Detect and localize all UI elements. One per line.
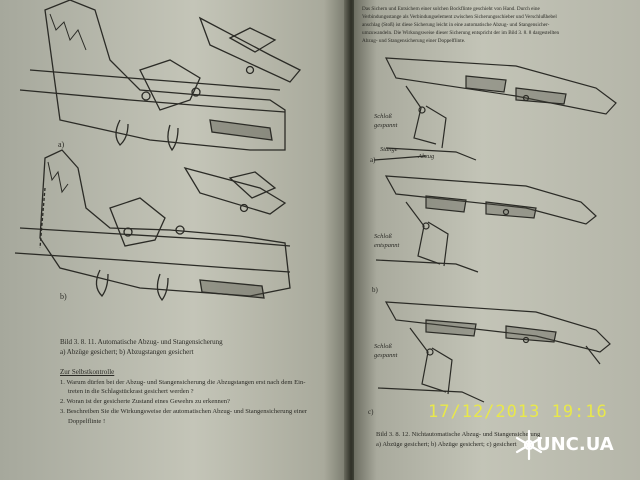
safety-drawing-a: [373, 57, 617, 161]
label-b-schloss: Schloß: [374, 233, 392, 240]
right-fig-a-label: a): [370, 156, 376, 164]
snowflake-icon: [515, 429, 543, 461]
right-fig-c-label: c): [368, 408, 374, 416]
right-text-line1: Das Sichern und Entsichern einer solchen…: [362, 6, 540, 12]
right-page: [354, 0, 640, 480]
label-stange: Stange: [380, 146, 398, 153]
left-caption-line1: Bild 3. 8. 11. Automatische Abzug- und S…: [60, 338, 223, 346]
label-a-gespannt: gespannt: [374, 122, 398, 129]
right-text-line5: Abzug- und Stangensicherung einer Doppel…: [362, 38, 466, 44]
right-caption-line1: Bild 3. 8. 12. Nichtautomatische Abzug- …: [376, 431, 541, 438]
question-1a: 1. Warum dürfen bei der Abzug- und Stang…: [60, 379, 306, 386]
safety-drawing-c: [377, 301, 611, 403]
right-text-line4: umzuwandeln. Die Wirkungsweise dieser Si…: [362, 30, 560, 36]
right-caption-line2: a) Abzüge gesichert; b) Abzüge gesichert…: [376, 441, 517, 448]
watermark-text: UNC.UA: [536, 434, 614, 455]
trigger-mechanism-drawing-a: [19, 0, 302, 152]
left-page: [0, 0, 352, 480]
label-b-entspannt: entspannt: [374, 242, 400, 249]
label-c-schloss: Schloß: [374, 343, 392, 350]
question-2: 2. Woran ist der gesicherte Zustand eine…: [60, 398, 230, 405]
label-c-gespannt: gespannt: [374, 352, 398, 359]
fig-a-label: a): [58, 140, 65, 149]
left-caption-line2: a) Abzüge gesichert; b) Abzugstangen ges…: [60, 348, 194, 356]
trigger-mechanism-drawing-b: [14, 149, 291, 302]
section-title: Zur Selbstkontrolle: [60, 368, 115, 376]
label-a-schloss: Schloß: [374, 113, 392, 120]
label-abzug: Abzug: [418, 153, 435, 160]
question-3b: Doppelflinte !: [68, 418, 106, 425]
photo-timestamp: 17/12/2013 19:16: [428, 402, 608, 422]
right-fig-b-label: b): [372, 286, 378, 294]
question-1b: treten in die Schlagstückrast gesichert …: [68, 388, 194, 395]
fig-b-label: b): [60, 292, 67, 301]
safety-drawing-b: [375, 175, 597, 273]
question-3: 3. Beschreiben Sie die Wirkungsweise der…: [60, 408, 307, 415]
right-text-line2: Verbindungsstange als Verbindungselement…: [362, 14, 557, 20]
right-text-line3: anschlag (Stoß) ist diese Sicherung leic…: [362, 22, 550, 28]
